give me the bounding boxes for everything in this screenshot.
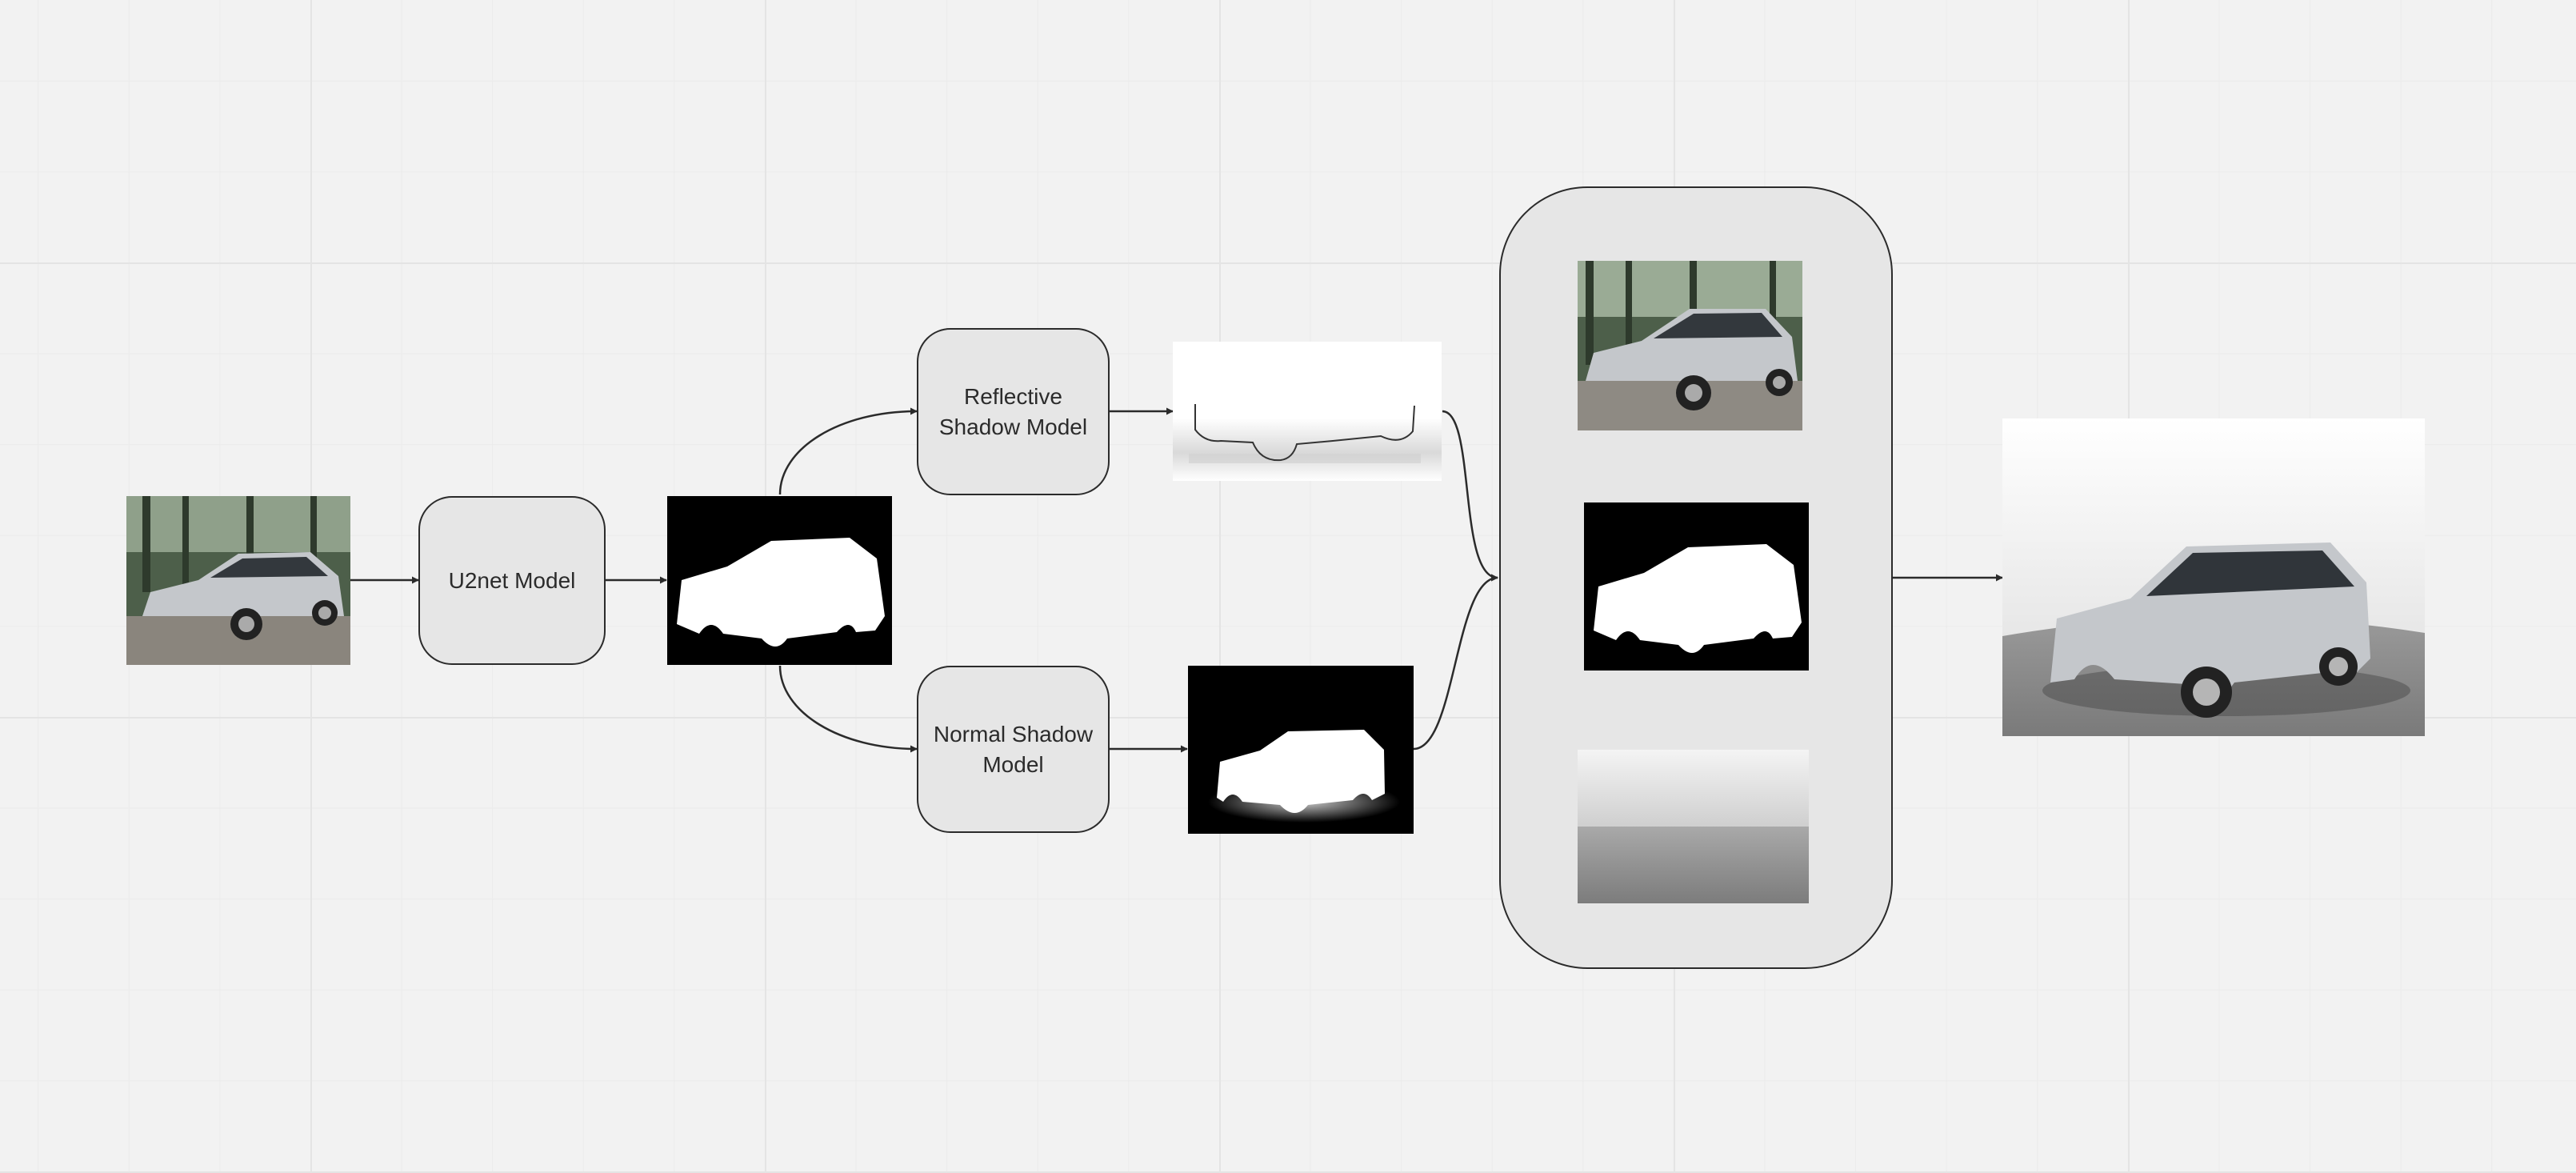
composite-mask — [1584, 502, 1809, 671]
reflective-shadow-model-label: Reflective Shadow Model — [938, 383, 1088, 439]
final-output — [2002, 418, 2425, 736]
edge-mask-to-normal — [778, 665, 918, 753]
input-photo — [126, 496, 350, 665]
reflective-shadow-output — [1173, 342, 1442, 481]
edge-reflective-output-to-group — [1442, 410, 1498, 582]
reflective-shadow-model-node[interactable]: Reflective Shadow Model — [917, 328, 1110, 495]
normal-shadow-output — [1188, 666, 1414, 834]
u2net-model-node[interactable]: U2net Model — [418, 496, 606, 665]
car-mask — [667, 496, 892, 665]
normal-shadow-model-node[interactable]: Normal Shadow Model — [917, 666, 1110, 833]
u2net-model-label: U2net Model — [448, 567, 576, 593]
edge-mask-to-reflective — [778, 407, 918, 495]
studio-background — [1578, 750, 1809, 903]
edge-normal-output-to-group — [1413, 574, 1498, 751]
normal-shadow-model-label: Normal Shadow Model — [933, 721, 1094, 777]
composite-input-photo — [1578, 261, 1802, 430]
